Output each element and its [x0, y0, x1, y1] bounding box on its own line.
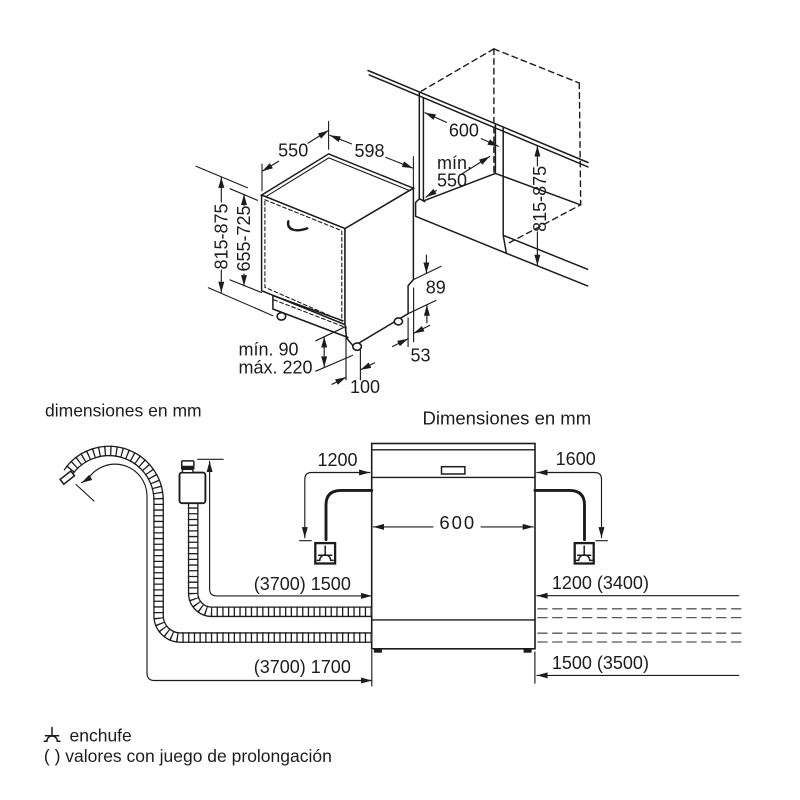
svg-text:1500 (3500): 1500 (3500) — [552, 653, 649, 673]
svg-text:100: 100 — [350, 377, 380, 397]
svg-text:655-725: 655-725 — [234, 205, 254, 271]
svg-text:dimensiones en mm: dimensiones en mm — [45, 401, 202, 421]
svg-text:(3700) 1500: (3700) 1500 — [254, 574, 351, 594]
svg-text:53: 53 — [411, 346, 431, 366]
svg-text:600: 600 — [439, 512, 476, 533]
svg-text:550: 550 — [278, 141, 308, 161]
svg-text:Dimensiones en mm: Dimensiones en mm — [423, 408, 592, 429]
svg-text:815-875: 815-875 — [530, 166, 550, 232]
svg-text:1200 (3400): 1200 (3400) — [552, 573, 649, 593]
svg-text:mín.: mín. — [437, 153, 472, 173]
svg-text:598: 598 — [354, 141, 384, 161]
svg-text:550: 550 — [437, 171, 467, 191]
svg-text:enchufe: enchufe — [70, 726, 132, 746]
svg-text:( ) valores con juego de prolo: ( ) valores con juego de prolongación — [44, 746, 332, 766]
svg-text:815-875: 815-875 — [212, 203, 232, 269]
svg-text:mín. 90: mín. 90 — [239, 340, 299, 360]
svg-text:1200: 1200 — [317, 450, 357, 470]
svg-text:máx. 220: máx. 220 — [239, 358, 313, 378]
svg-text:1600: 1600 — [556, 449, 596, 469]
svg-text:600: 600 — [449, 121, 479, 141]
svg-text:(3700) 1700: (3700) 1700 — [254, 657, 351, 677]
svg-text:89: 89 — [426, 278, 446, 298]
